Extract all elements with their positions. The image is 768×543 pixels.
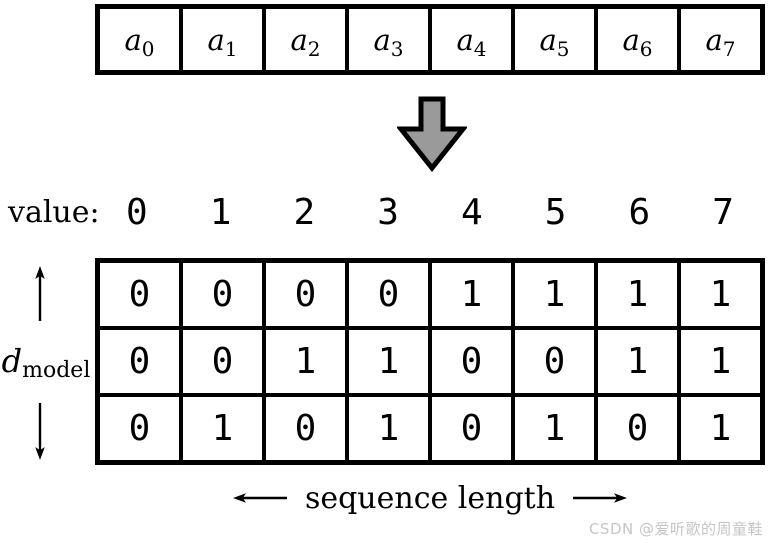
value-number: 3 [377,191,399,233]
matrix-cell: 1 [349,397,428,460]
right-arrow-icon [573,493,628,503]
matrix-cell: 1 [515,397,594,460]
token-label: a1 [207,22,238,61]
matrix-cell: 1 [432,263,511,326]
binary-matrix-table: 0 0 0 0 1 1 1 1 0 0 1 1 0 0 1 1 0 1 0 1 … [95,258,765,465]
down-arrow-icon [35,403,45,460]
token-cell: a3 [349,9,428,70]
matrix-cell: 0 [100,263,179,326]
token-label: a2 [290,22,321,61]
matrix-cell: 0 [183,330,262,393]
value-number-row: 0 1 2 3 4 5 6 7 [95,190,765,234]
value-label: value: [8,194,100,230]
value-number: 7 [712,191,734,233]
token-label: a0 [124,22,155,61]
token-cell: a7 [681,9,760,70]
watermark: CSDN @爱听歌的周童鞋 [588,520,763,538]
token-label: a3 [373,22,404,61]
token-label: a6 [622,22,653,61]
value-number: 1 [209,191,232,233]
up-arrow-icon [35,266,45,321]
matrix-cell: 0 [266,397,345,460]
value-number: 6 [628,191,651,233]
matrix-cell: 1 [598,263,677,326]
matrix-cell: 0 [183,263,262,326]
matrix-cell: 0 [349,263,428,326]
matrix-cell: 1 [681,397,760,460]
token-cell: a2 [266,9,345,70]
transform-down-arrow-icon [397,96,467,172]
matrix-cell: 1 [266,330,345,393]
matrix-cell: 0 [432,397,511,460]
value-number: 2 [293,191,316,233]
matrix-cell: 1 [183,397,262,460]
matrix-cell: 0 [515,330,594,393]
matrix-cell: 1 [515,263,594,326]
value-number: 4 [461,191,483,233]
token-cell: a5 [515,9,594,70]
matrix-cell: 0 [598,397,677,460]
value-number: 5 [544,191,567,233]
matrix-cell: 1 [349,330,428,393]
token-cell: a0 [100,9,179,70]
token-cell: a4 [432,9,511,70]
sequence-length-label: sequence length [304,480,556,516]
token-label: a5 [539,22,570,61]
token-cell: a6 [598,9,677,70]
token-label: a7 [705,22,736,61]
token-label: a4 [456,22,487,61]
value-number: 0 [126,191,148,233]
token-cell: a1 [183,9,262,70]
matrix-cell: 1 [681,330,760,393]
matrix-cell: 0 [266,263,345,326]
matrix-cell: 1 [598,330,677,393]
matrix-cell: 1 [681,263,760,326]
dmodel-label: dmodel [1,342,91,383]
sequence-length-axis: sequence length [95,477,765,519]
matrix-cell: 0 [100,397,179,460]
left-arrow-icon [232,493,287,503]
matrix-cell: 0 [432,330,511,393]
matrix-cell: 0 [100,330,179,393]
token-row-table: a0 a1 a2 a3 a4 a5 a6 a7 [95,4,765,75]
